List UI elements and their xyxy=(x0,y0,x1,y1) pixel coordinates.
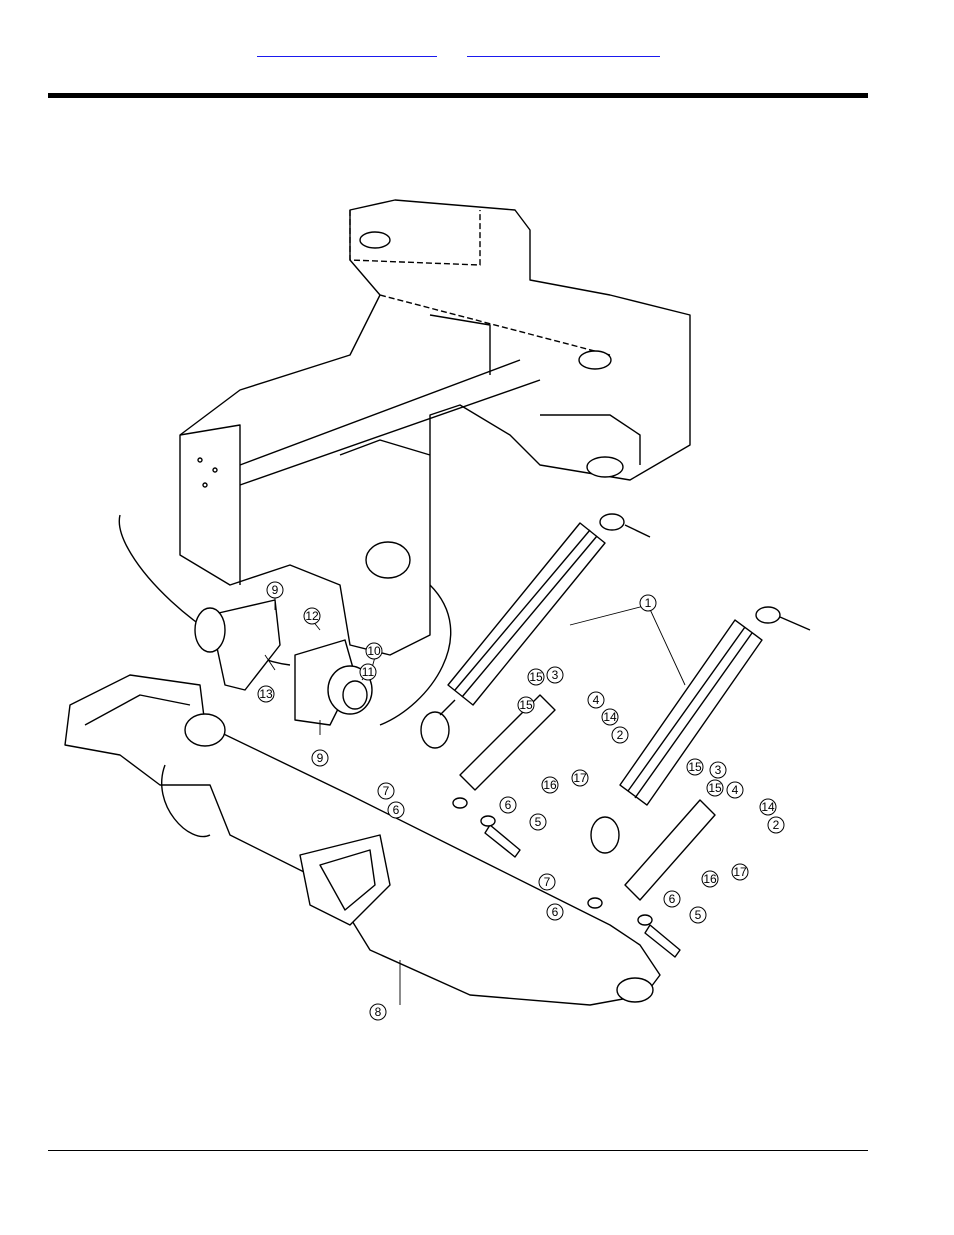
bracket-lower xyxy=(624,799,716,901)
callout-balloon xyxy=(303,607,321,625)
callout-number: 9 xyxy=(272,583,279,597)
callout-balloon xyxy=(369,1003,387,1021)
callout-number: 5 xyxy=(535,815,542,829)
callout-balloon xyxy=(601,708,619,726)
callout-number: 4 xyxy=(593,693,600,707)
callout-balloon xyxy=(663,890,681,908)
callout-number: 4 xyxy=(732,783,739,797)
callout-number: 5 xyxy=(695,908,702,922)
callout-balloon xyxy=(706,779,724,797)
callout-balloon xyxy=(546,666,564,684)
callout-balloon xyxy=(731,863,749,881)
callout-balloon xyxy=(611,726,629,744)
callout-balloon xyxy=(538,873,556,891)
header-link-left[interactable] xyxy=(257,42,437,57)
header-link-right[interactable] xyxy=(467,42,660,57)
callout-number: 14 xyxy=(603,710,617,724)
callout-number: 14 xyxy=(761,800,775,814)
callout-balloon xyxy=(527,668,545,686)
callout-number: 16 xyxy=(543,778,557,792)
callout-balloon xyxy=(689,906,707,924)
callout-number: 12 xyxy=(305,609,319,623)
bracket-upper xyxy=(459,694,556,791)
callout-balloon xyxy=(541,776,559,794)
callout-number: 15 xyxy=(708,781,722,795)
mount-block-right xyxy=(294,639,373,726)
callout-number: 6 xyxy=(552,905,559,919)
callout-number: 1 xyxy=(645,596,652,610)
main-frame xyxy=(118,199,691,726)
callout-number: 10 xyxy=(367,644,381,658)
pin-lower xyxy=(644,924,681,958)
callout-number: 3 xyxy=(552,668,559,682)
footer-rule xyxy=(48,1150,868,1151)
callout-balloon xyxy=(639,594,657,612)
callout-number: 2 xyxy=(773,818,780,832)
callout-number: 11 xyxy=(362,665,375,679)
callout-number: 15 xyxy=(529,670,543,684)
callout-balloon xyxy=(266,581,284,599)
callout-balloon xyxy=(587,691,605,709)
callout-number: 7 xyxy=(383,784,390,798)
callout-number: 8 xyxy=(375,1005,382,1019)
callout-balloon xyxy=(387,801,405,819)
callout-balloon xyxy=(571,769,589,787)
hydraulic-cylinder-upper xyxy=(420,513,651,749)
callout-number: 15 xyxy=(688,760,702,774)
hydraulic-cylinder-lower xyxy=(590,606,811,854)
header-rule xyxy=(48,93,868,98)
callout-number: 7 xyxy=(544,875,551,889)
callout-balloon xyxy=(257,685,275,703)
callout-number: 17 xyxy=(733,865,747,879)
callout-balloon xyxy=(517,696,535,714)
pin-upper xyxy=(484,824,521,858)
callout-balloon xyxy=(686,758,704,776)
callout-number: 6 xyxy=(669,892,676,906)
mount-block-left xyxy=(194,599,281,691)
callout-number: 6 xyxy=(505,798,512,812)
callout-balloon xyxy=(365,642,383,660)
callout-number: 9 xyxy=(317,751,324,765)
callout-balloon xyxy=(311,749,329,767)
callout-number: 13 xyxy=(259,687,273,701)
callout-number: 2 xyxy=(617,728,624,742)
callout-balloon xyxy=(499,796,517,814)
callout-balloon xyxy=(529,813,547,831)
axle-beam xyxy=(64,674,661,1006)
callout-balloon xyxy=(726,781,744,799)
callout-balloon xyxy=(546,903,564,921)
callout-number: 6 xyxy=(393,803,400,817)
callout-number: 16 xyxy=(703,872,717,886)
callout-balloon xyxy=(377,782,395,800)
callout-number: 17 xyxy=(573,771,587,785)
callout-number: 15 xyxy=(519,698,533,712)
callout-balloon xyxy=(701,870,719,888)
callout-balloon xyxy=(709,761,727,779)
callout-number: 3 xyxy=(715,763,722,777)
callout-balloon xyxy=(767,816,785,834)
callout-balloon xyxy=(359,663,377,681)
callout-balloon xyxy=(759,798,777,816)
